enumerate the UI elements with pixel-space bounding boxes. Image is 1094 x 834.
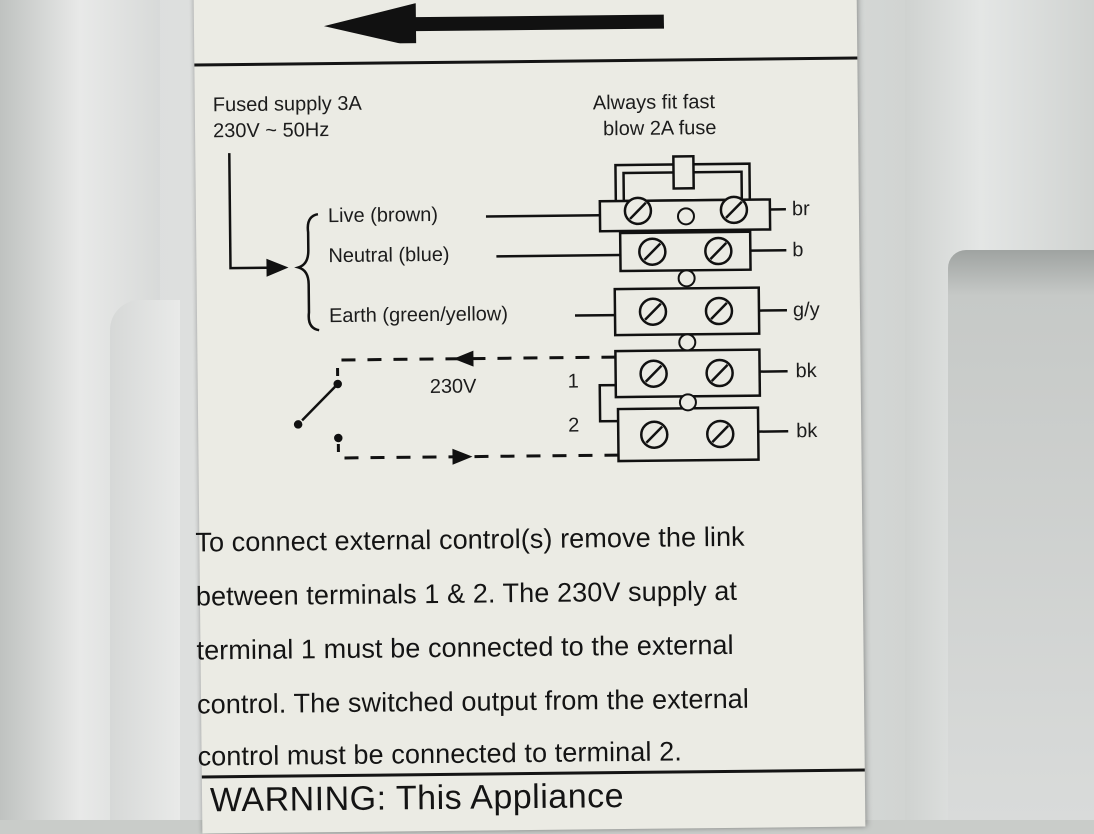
wire-label-earth: Earth (green/yellow) — [329, 302, 508, 328]
wiring-diagram — [194, 0, 862, 513]
wire-code-blue: b — [792, 238, 803, 262]
loop-arrow-out-icon — [453, 351, 473, 367]
wire-group-brace — [298, 214, 319, 330]
wire-code-green-yellow: g/y — [793, 298, 820, 322]
loop-arrow-in-icon — [452, 449, 472, 465]
supply-arrow — [229, 153, 288, 278]
instruction-line-4: control. The switched output from the ex… — [197, 684, 749, 720]
instruction-line-3: terminal 1 must be connected to the exte… — [196, 630, 733, 666]
instruction-line-2: between terminals 1 & 2. The 230V supply… — [196, 576, 737, 612]
switch-icon — [295, 381, 342, 441]
appliance-housing-slot — [948, 250, 1094, 820]
terminal-2-label: 2 — [568, 413, 579, 437]
warning-heading: WARNING: This Appliance — [210, 777, 624, 820]
loop-voltage-label: 230V — [430, 375, 477, 399]
wire-code-brown: br — [792, 197, 810, 221]
terminal-1-label: 1 — [568, 369, 579, 393]
instruction-line-5: control must be connected to terminal 2. — [197, 736, 682, 771]
wire-label-live: Live (brown) — [328, 203, 438, 228]
wiring-label: Fused supply 3A 230V ~ 50Hz Always fit f… — [194, 0, 866, 833]
appliance-housing-edge — [110, 300, 180, 820]
wire-code-black-1: bk — [795, 359, 816, 383]
wire-code-black-2: bk — [796, 419, 817, 443]
instruction-line-1: To connect external control(s) remove th… — [195, 522, 745, 558]
terminal-block — [600, 199, 773, 461]
wire-label-neutral: Neutral (blue) — [328, 243, 449, 268]
